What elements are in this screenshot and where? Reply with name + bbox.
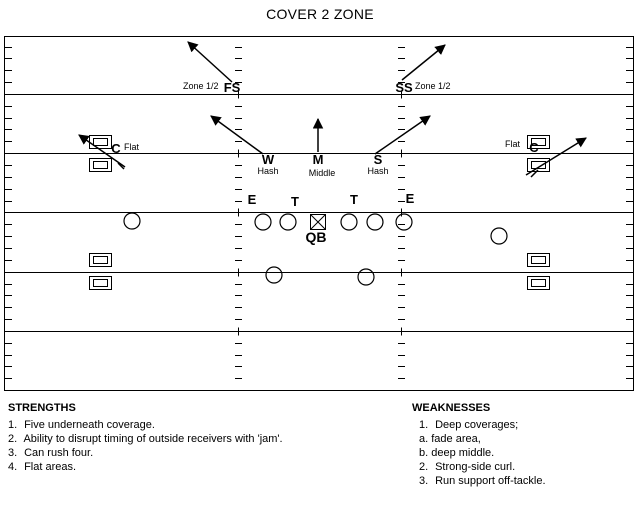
zone-hash-w: Hash: [257, 166, 278, 176]
strengths-panel: STRENGTHS 1. Five underneath coverage. 2…: [8, 401, 283, 474]
defender-fs: FS: [224, 80, 241, 95]
offensive-players: [123, 212, 508, 286]
list-item: 2. Ability to disrupt timing of outside …: [8, 433, 283, 445]
player-circle: [340, 213, 358, 231]
field-border: [4, 36, 634, 391]
defender-s: S: [374, 152, 383, 167]
hash-marks: [5, 47, 633, 379]
zone-hash-s: Hash: [367, 166, 388, 176]
defender-left-corner: C: [111, 141, 121, 156]
list-item: 1. Five underneath coverage.: [8, 419, 155, 431]
zone-middle: Middle: [309, 168, 336, 178]
qb-label: QB: [306, 229, 327, 245]
strengths-heading: STRENGTHS: [8, 402, 76, 414]
player-circle: [357, 268, 375, 286]
player-circle: [254, 213, 272, 231]
arrow-left-corner: [78, 134, 126, 168]
zone-label-left: Zone 1/2: [183, 81, 219, 91]
defender-right-corner: C: [529, 140, 539, 155]
corner-jam-strokes: [117, 162, 539, 178]
list-item: 4. Flat areas.: [8, 461, 77, 473]
player-circle: [123, 212, 141, 230]
diagram-title: COVER 2 ZONE: [266, 6, 374, 22]
list-item: 1. Deep coverages;: [419, 419, 519, 431]
receiver-box: [89, 135, 112, 149]
receivers: [89, 135, 550, 290]
yard-lines: [5, 94, 633, 332]
list-item: 3. Can rush four.: [8, 447, 94, 459]
arrow-s: [374, 115, 431, 155]
arrow-fs: [187, 41, 233, 83]
player-circle: [279, 213, 297, 231]
list-item: 2. Strong-side curl.: [419, 461, 516, 473]
defender-m: M: [313, 152, 324, 167]
defender-right-end: E: [406, 191, 415, 206]
weaknesses-heading: WEAKNESSES: [412, 402, 491, 414]
defender-left-end: E: [248, 192, 257, 207]
weaknesses-panel: WEAKNESSES 1. Deep coverages; a. fade ar…: [412, 401, 546, 488]
coverage-arrows: [78, 41, 587, 176]
arrow-ss: [401, 44, 446, 81]
center-x-box: [310, 214, 326, 230]
zone-flat-right: Flat: [505, 139, 521, 149]
player-circle: [490, 227, 508, 245]
receiver-box: [527, 253, 550, 267]
player-circle: [366, 213, 384, 231]
football-field-diagram: FS SS W M S E E T T C C QB Zone 1/2 Zone…: [4, 36, 634, 391]
arrow-right-corner: [525, 137, 587, 176]
list-subitem: b. deep middle.: [419, 447, 495, 459]
receiver-box: [89, 253, 112, 267]
zone-flat-left: Flat: [124, 142, 140, 152]
defender-ss: SS: [395, 80, 413, 95]
defender-w: W: [262, 152, 275, 167]
player-circle: [395, 213, 413, 231]
zone-label-right: Zone 1/2: [415, 81, 451, 91]
list-subitem: a. fade area,: [419, 433, 481, 445]
receiver-box: [527, 158, 550, 172]
receiver-box: [89, 158, 112, 172]
defender-right-tackle: T: [350, 192, 358, 207]
player-circle: [265, 266, 283, 284]
receiver-box: [89, 276, 112, 290]
list-item: 3. Run support off-tackle.: [419, 475, 546, 487]
receiver-box: [527, 135, 550, 149]
arrow-w: [210, 115, 264, 155]
defender-left-tackle: T: [291, 194, 299, 209]
receiver-box: [527, 276, 550, 290]
